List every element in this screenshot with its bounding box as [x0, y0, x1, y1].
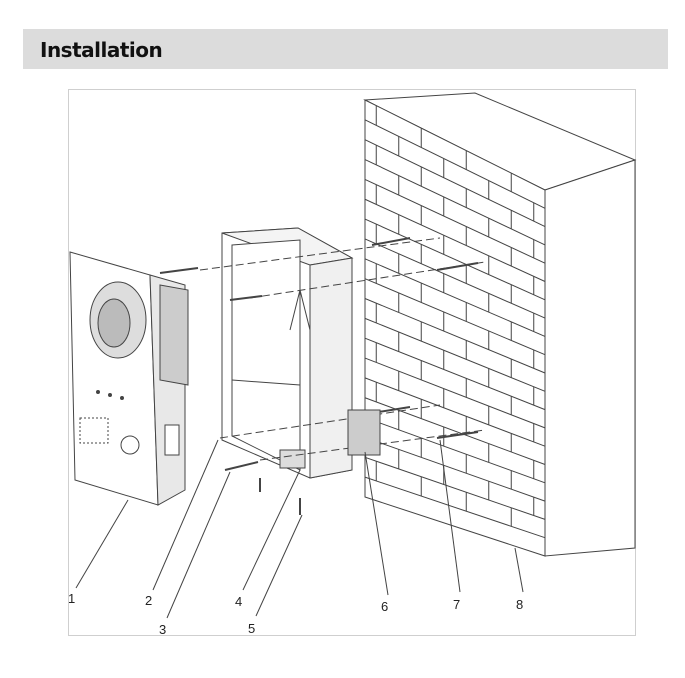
brick-course: [364, 278, 546, 356]
section-title: Installation: [40, 38, 163, 62]
brick-course: [364, 357, 546, 429]
callout-3: 3: [159, 622, 166, 637]
brick-course: [364, 337, 546, 411]
brick-course: [364, 258, 546, 337]
brick-wall: [363, 92, 637, 557]
door-station: [69, 251, 189, 506]
brick-course: [364, 198, 546, 282]
brick-course: [364, 238, 546, 319]
brick-course: [364, 436, 546, 502]
back-box: [221, 227, 354, 479]
brick-course: [364, 218, 546, 301]
callout-2: 2: [145, 593, 152, 608]
callout-5: 5: [248, 621, 255, 636]
callout-leaders: [75, 439, 524, 619]
callout-6: 6: [381, 599, 388, 614]
brick-course: [364, 119, 546, 209]
callout-4: 4: [235, 594, 242, 609]
callout-1: 1: [68, 591, 75, 606]
brick-course: [364, 476, 546, 539]
brick-course: [364, 298, 546, 374]
brick-course: [364, 139, 546, 228]
section-header: Installation: [23, 29, 668, 69]
brick-course: [364, 377, 546, 447]
brick-course: [364, 317, 546, 392]
callout-8: 8: [516, 597, 523, 612]
callout-7: 7: [453, 597, 460, 612]
brick-course: [364, 417, 546, 484]
brick-course: [364, 159, 546, 246]
brick-course: [364, 456, 546, 520]
brick-course: [364, 178, 546, 264]
